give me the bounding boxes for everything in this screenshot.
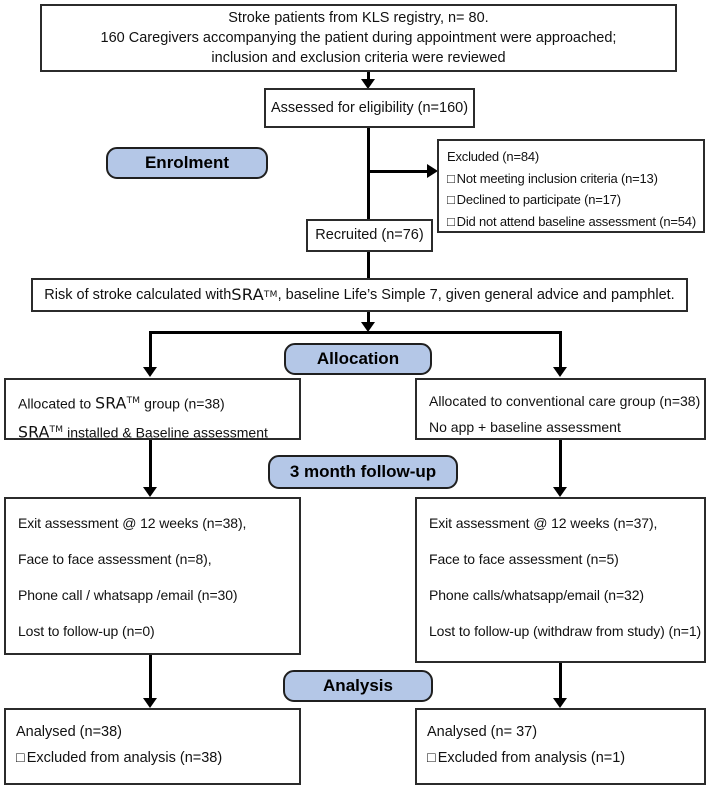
connector-assessed-to-recruited — [367, 128, 370, 219]
risk-text-post: , baseline Life’s Simple 7, given genera… — [277, 286, 675, 303]
arrowhead-risk-to-branch — [361, 322, 375, 332]
connector-followup-to-analysis-right — [559, 663, 562, 699]
stage-label-allocation-text: Allocation — [316, 349, 400, 368]
followup-sra-line: Face to face assessment (n=8), — [18, 551, 212, 567]
analysis-conv-item-text: Excluded from analysis (n=1) — [437, 750, 626, 766]
arrowhead-source-to-assessed — [361, 79, 375, 89]
excluded-item: □Declined to participate (n=17) — [447, 189, 695, 211]
connector-branch-to-alloc-left — [149, 331, 152, 368]
source-line-3: inclusion and exclusion criteria were re… — [211, 50, 506, 67]
sra-app-name: SRA — [18, 422, 50, 442]
allocated-conv-line-1: Allocated to conventional care group (n=… — [429, 393, 701, 409]
recruited-text: Recruited (n=76) — [315, 227, 424, 244]
analysis-sra-title: Analysed (n=38) — [16, 724, 122, 740]
connector-to-excluded — [368, 170, 427, 173]
risk-text-pre: Risk of stroke calculated with — [44, 286, 232, 303]
arrowhead-analysis-right — [553, 698, 567, 708]
trademark-superscript: TM — [49, 424, 64, 435]
excluded-title: Excluded (n=84) — [447, 149, 540, 164]
analysis-conv-title: Analysed (n= 37) — [427, 724, 538, 740]
source-line-1: Stroke patients from KLS registry, n= 80… — [228, 9, 489, 26]
arrowhead-alloc-right — [553, 367, 567, 377]
allocated-sra-line-2: SRATM installed & Baseline assessment — [18, 417, 287, 446]
analysis-sra-item-text: Excluded from analysis (n=38) — [26, 750, 223, 766]
stage-label-analysis: Analysis — [283, 670, 433, 702]
allocated-sra-line-1: Allocated to SRATM group (n=38) — [18, 388, 287, 417]
source-line-2: 160 Caregivers accompanying the patient … — [100, 29, 617, 46]
arrowhead-followup-left — [143, 487, 157, 497]
checkbox-icon: □ — [447, 170, 455, 186]
followup-sra-line: Exit assessment @ 12 weeks (n=38), — [18, 515, 247, 531]
allocated-conventional-box: Allocated to conventional care group (n=… — [415, 378, 706, 440]
connector-risk-to-branch — [367, 312, 370, 323]
recruited-box: Recruited (n=76) — [306, 219, 433, 252]
arrowhead-followup-right — [553, 487, 567, 497]
stage-label-enrolment-text: Enrolment — [144, 153, 230, 172]
followup-sra-line: Lost to follow-up (n=0) — [18, 623, 155, 639]
analysis-conventional-box: Analysed (n= 37) □Excluded from analysis… — [415, 708, 706, 785]
sra-app-name: SRA — [231, 284, 264, 304]
arrowhead-alloc-left — [143, 367, 157, 377]
sra-app-name: SRA — [95, 393, 127, 413]
analysis-sra-box: Analysed (n=38) □Excluded from analysis … — [4, 708, 301, 785]
followup-conv-line: Phone calls/whatsapp/email (n=32) — [429, 587, 644, 603]
checkbox-icon: □ — [16, 750, 25, 766]
connector-followup-to-analysis-left — [149, 655, 152, 699]
trademark-superscript: TM — [263, 289, 278, 300]
trademark-superscript: TM — [126, 396, 141, 406]
excluded-item-text: Declined to participate (n=17) — [456, 192, 621, 207]
source-box: Stroke patients from KLS registry, n= 80… — [40, 4, 677, 72]
stage-label-followup-text: 3 month follow-up — [289, 462, 437, 481]
connector-recruited-to-risk — [367, 252, 370, 278]
connector-alloc-to-followup-left — [149, 440, 152, 488]
followup-conventional-box: Exit assessment @ 12 weeks (n=37), Face … — [415, 497, 706, 663]
excluded-box: Excluded (n=84) □Not meeting inclusion c… — [437, 139, 705, 233]
checkbox-icon: □ — [447, 192, 455, 207]
assessed-text: Assessed for eligibility (n=160) — [270, 99, 469, 116]
followup-conv-line: Exit assessment @ 12 weeks (n=37), — [429, 515, 658, 531]
checkbox-icon: □ — [447, 213, 455, 229]
arrowhead-to-excluded — [427, 164, 438, 178]
excluded-item: □Not meeting inclusion criteria (n=13) — [447, 168, 695, 190]
followup-conv-line: Face to face assessment (n=5) — [429, 551, 619, 567]
excluded-item-text: Not meeting inclusion criteria (n=13) — [456, 170, 658, 186]
allocated-sra-line1-pre: Allocated to — [18, 395, 96, 412]
analysis-sra-item: □Excluded from analysis (n=38) — [16, 745, 289, 771]
stage-label-allocation: Allocation — [284, 343, 432, 375]
excluded-item: □Did not attend baseline assessment (n=5… — [447, 211, 697, 233]
allocated-conv-line-2: No app + baseline assessment — [429, 419, 621, 435]
excluded-item-text: Did not attend baseline assessment (n=54… — [456, 213, 697, 229]
arrowhead-analysis-left — [143, 698, 157, 708]
stage-label-analysis-text: Analysis — [323, 676, 393, 695]
followup-conv-line: Lost to follow-up (withdraw from study) … — [429, 623, 702, 639]
assessed-box: Assessed for eligibility (n=160) — [264, 88, 475, 128]
connector-branch-to-alloc-right — [559, 331, 562, 368]
allocated-sra-line1-post: group (n=38) — [140, 395, 225, 412]
checkbox-icon: □ — [427, 750, 436, 766]
analysis-conv-item: □Excluded from analysis (n=1) — [427, 745, 694, 771]
branch-line-allocation — [149, 331, 562, 334]
stage-label-followup: 3 month follow-up — [268, 455, 458, 489]
allocated-sra-line2-post: installed & Baseline assessment — [63, 424, 268, 441]
connector-source-to-assessed — [367, 72, 370, 82]
stage-label-enrolment: Enrolment — [106, 147, 268, 179]
followup-sra-box: Exit assessment @ 12 weeks (n=38), Face … — [4, 497, 301, 655]
followup-sra-line: Phone call / whatsapp /email (n=30) — [18, 587, 238, 603]
connector-alloc-to-followup-right — [559, 440, 562, 488]
allocated-sra-box: Allocated to SRATM group (n=38) SRATM in… — [4, 378, 301, 441]
